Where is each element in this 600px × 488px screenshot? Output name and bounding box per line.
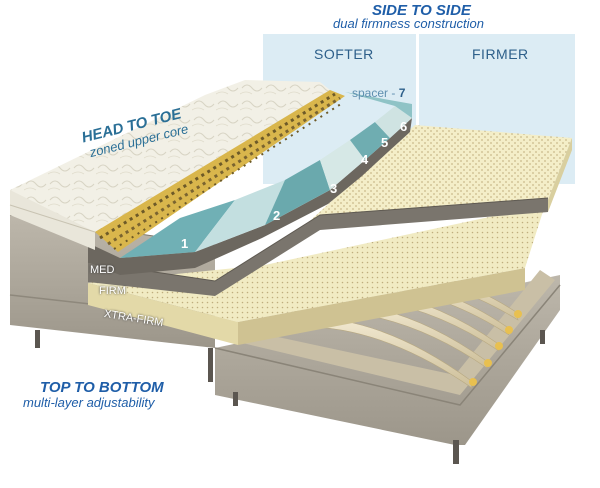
zone-number-2: 2 [273, 208, 281, 223]
med-layer-profile [88, 118, 412, 275]
pocket-coils [95, 90, 345, 252]
top-to-bottom-title: TOP TO BOTTOM [40, 379, 164, 396]
right-foam-front [548, 138, 572, 212]
spacer-label: spacer - 7 [352, 86, 405, 100]
firm-layer [88, 198, 548, 296]
layer-label-med: MED [90, 264, 115, 276]
right-leg-2 [453, 440, 459, 464]
quilted-top [10, 80, 330, 232]
spacer-text: spacer - [352, 86, 396, 100]
layer-label-firm: FIRM [99, 285, 126, 297]
right-leg-1 [233, 392, 238, 406]
right-foundation [215, 275, 560, 445]
zone-number-1: 1 [181, 236, 189, 251]
slat-frame [230, 270, 555, 395]
side-to-side-subtitle: dual firmness construction [333, 16, 485, 31]
zone-number-6: 6 [400, 119, 408, 134]
side-to-side-title: SIDE TO SIDE [372, 2, 471, 19]
top-to-bottom-subtitle: multi-layer adjustability [23, 395, 155, 410]
zone-number-4: 4 [361, 152, 369, 167]
spacer-number: 7 [398, 86, 406, 100]
zone-number-5: 5 [381, 135, 389, 150]
quilted-top-side [10, 190, 95, 250]
xtra-firm-layer-front [88, 283, 238, 345]
right-leg-3 [540, 330, 545, 344]
softer-label: SOFTER [314, 46, 374, 62]
zoned-core [120, 92, 412, 258]
zone-number-3: 3 [330, 181, 338, 196]
firmer-label: FIRMER [472, 46, 529, 62]
left-leg-2 [208, 348, 213, 382]
left-leg-1 [35, 330, 40, 348]
